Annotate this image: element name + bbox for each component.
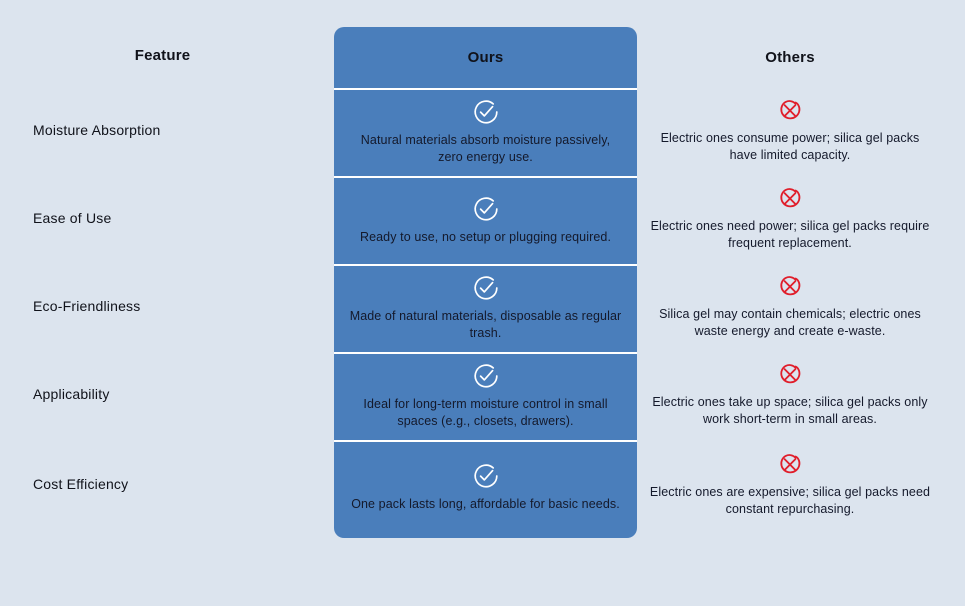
others-cell-text: Electric ones need power; silica gel pac… [650,219,930,250]
check-circle-icon [472,362,500,390]
others-cell-text: Electric ones consume power; silica gel … [660,131,920,162]
check-circle-icon [472,195,500,223]
table-row: Silica gel may contain chemicals; electr… [645,264,935,352]
feature-label-row: Applicability [33,386,110,402]
table-row: Made of natural materials, disposable as… [334,266,637,354]
table-row: Ready to use, no setup or plugging requi… [334,178,637,266]
table-row: Electric ones need power; silica gel pac… [645,176,935,264]
check-circle-icon [472,274,500,302]
others-column-header: Others [765,49,815,66]
check-circle-icon [472,462,500,490]
check-circle-icon [472,98,500,126]
feature-label-row: Eco-Friendliness [33,298,141,314]
feature-column-header: Feature [134,47,191,64]
feature-label-row: Cost Efficiency [33,476,129,492]
ours-column: Ours Natural materials absorb moisture p… [334,27,637,538]
feature-label-row: Moisture Absorption [33,122,161,138]
ours-cell-text: Made of natural materials, disposable as… [349,309,622,340]
others-cell-text: Electric ones are expensive; silica gel … [649,485,931,516]
ours-cell-text: Ideal for long-term moisture control in … [363,397,608,428]
table-row: Natural materials absorb moisture passiv… [334,90,637,178]
table-row: Ideal for long-term moisture control in … [334,354,637,442]
others-cell-text: Silica gel may contain chemicals; electr… [659,307,921,338]
ours-column-header: Ours [334,27,637,90]
cross-circle-icon [777,98,803,124]
table-row: Electric ones are expensive; silica gel … [645,440,935,532]
table-row: Electric ones consume power; silica gel … [645,88,935,176]
table-row: Electric ones take up space; silica gel … [645,352,935,440]
ours-cell-text: One pack lasts long, affordable for basi… [351,496,620,511]
cross-circle-icon [777,274,803,300]
ours-cell-text: Natural materials absorb moisture passiv… [360,133,611,164]
others-column: Others Electric ones consume power; sili… [645,27,935,538]
ours-cell-text: Ready to use, no setup or plugging requi… [359,229,612,244]
others-cell-text: Electric ones take up space; silica gel … [652,395,928,426]
cross-circle-icon [777,186,803,212]
feature-label-row: Ease of Use [33,210,112,226]
feature-column: Feature Moisture Absorption Ease of Use … [0,25,325,539]
table-row: One pack lasts long, affordable for basi… [334,442,637,534]
cross-circle-icon [777,362,803,388]
cross-circle-icon [777,452,803,478]
